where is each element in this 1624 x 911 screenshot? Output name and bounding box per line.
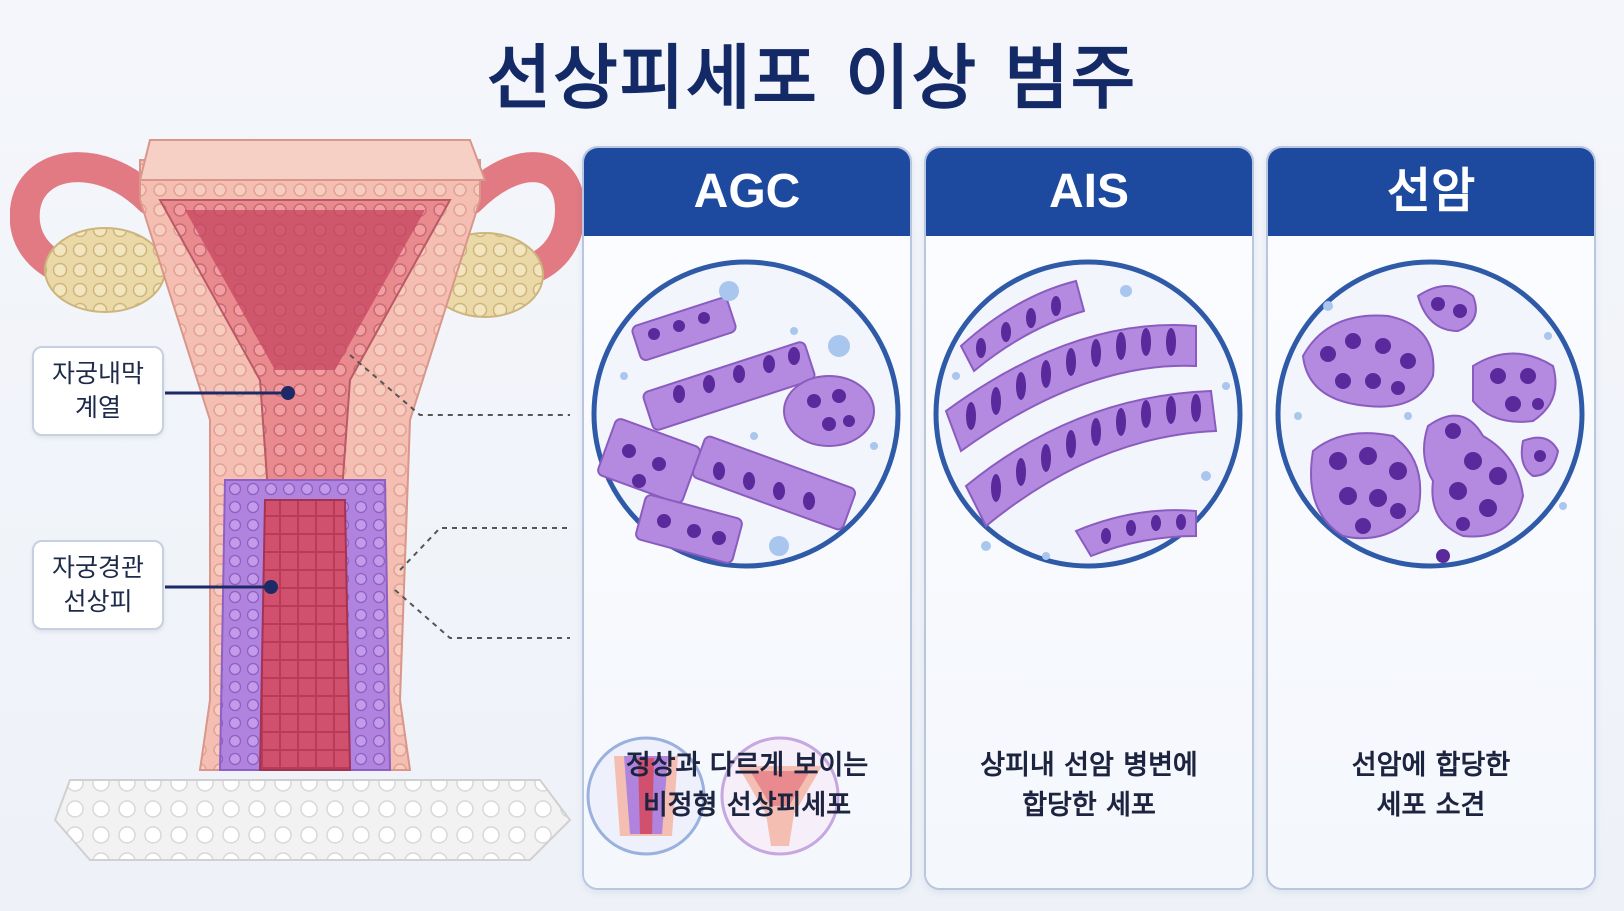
panel-agc-desc-line1: 정상과 다르게 보이는 (625, 750, 869, 781)
uterus-illustration: 자궁내막 계열 자궁경관 선상피 (9, 120, 610, 900)
ais-cells-illustration (933, 259, 1243, 569)
panel-adenocarcinoma-desc-line1: 선암에 합당한 (1351, 750, 1511, 781)
label-endocervical-line2: 선상피 (63, 587, 133, 616)
label-endocervical-line1: 자궁경관 (51, 553, 144, 582)
panel-adenocarcinoma-header: 선암 (1268, 148, 1594, 236)
label-endocervical: 자궁경관 선상피 (32, 540, 164, 630)
panel-ais-desc-line2: 합당한 세포 (1022, 790, 1156, 821)
uterus-brick-model (9, 139, 586, 861)
panel-ais-description: 상피내 선암 병변에 합당한 세포 (926, 746, 1252, 826)
label-endometrium-line2: 계열 (74, 393, 121, 422)
panel-agc-description: 정상과 다르게 보이는 비정형 선상피세포 (584, 746, 910, 826)
agc-cells-illustration (586, 259, 901, 856)
panel-agc: AGC (582, 146, 912, 890)
panel-agc-header: AGC (584, 148, 910, 236)
panel-adenocarcinoma-description: 선암에 합당한 세포 소견 (1268, 746, 1594, 826)
label-endometrium-line1: 자궁내막 (51, 359, 144, 388)
panel-adenocarcinoma-body: 선암에 합당한 세포 소견 (1268, 236, 1594, 888)
adenocarcinoma-cells-illustration (1275, 259, 1585, 569)
panel-agc-body: 정상과 다르게 보이는 비정형 선상피세포 (584, 236, 910, 888)
panel-agc-desc-line2: 비정형 선상피세포 (642, 790, 852, 821)
panel-ais-desc-line1: 상피내 선암 병변에 (980, 750, 1198, 781)
panel-adenocarcinoma-desc-line2: 세포 소견 (1376, 790, 1486, 821)
panel-ais: AIS 상피내 선암 병변에 합당한 세포 (924, 146, 1254, 890)
panel-ais-header: AIS (926, 148, 1252, 236)
page-title: 선상피세포 이상 범주 (486, 37, 1138, 119)
panel-adenocarcinoma: 선암 (1266, 146, 1596, 890)
label-endometrium: 자궁내막 계열 (32, 346, 164, 436)
panel-ais-body: 상피내 선암 병변에 합당한 세포 (926, 236, 1252, 888)
